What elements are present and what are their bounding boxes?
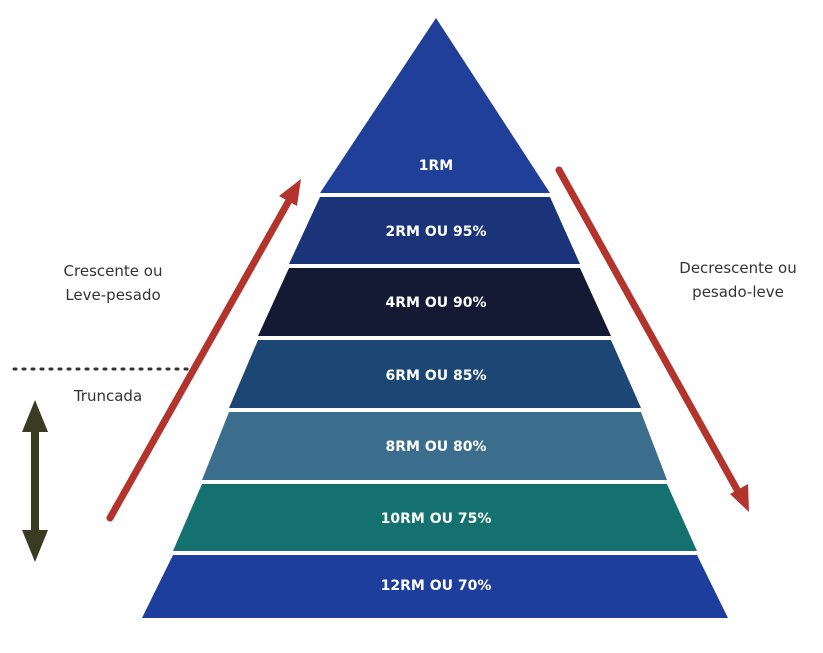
tier-label-8rm: 8RM OU 80% <box>386 439 487 455</box>
truncated-arrow-shaft <box>31 422 39 540</box>
descending-arrow-head <box>730 484 749 512</box>
tier-label-2rm: 2RM OU 95% <box>386 224 487 240</box>
tier-12rm <box>142 555 728 618</box>
tier-8rm <box>202 412 667 480</box>
tier-label-12rm: 12RM OU 70% <box>381 578 492 594</box>
ascending-arrow-head <box>279 179 301 206</box>
descending-arrow <box>555 166 749 512</box>
ascending-label-line2: Leve-pesado <box>65 286 160 304</box>
descending-arrow-shaft <box>555 166 744 499</box>
tier-label-4rm: 4RM OU 90% <box>386 295 487 311</box>
ascending-label-line1: Crescente ou <box>64 262 163 280</box>
ascending-arrow <box>106 179 301 522</box>
tier-label-10rm: 10RM OU 75% <box>381 511 492 527</box>
descending-label-line2: pesado-leve <box>692 283 784 301</box>
truncated-arrow-head-down <box>22 530 48 562</box>
truncated-arrow-head-up <box>22 400 48 432</box>
truncated-double-arrow <box>22 400 48 562</box>
tier-1rm <box>320 18 550 193</box>
pyramid: 1RM 2RM OU 95% 4RM OU 90% 6RM OU 85% 8RM… <box>142 18 728 618</box>
tier-label-1rm: 1RM <box>419 158 453 174</box>
tier-10rm <box>173 484 697 551</box>
tier-label-6rm: 6RM OU 85% <box>386 368 487 384</box>
truncated-label: Truncada <box>73 387 142 405</box>
tier-4rm <box>258 268 611 336</box>
tier-6rm <box>229 340 641 408</box>
ascending-arrow-shaft <box>106 193 295 522</box>
tier-2rm <box>289 197 580 264</box>
descending-label-line1: Decrescente ou <box>679 259 796 277</box>
